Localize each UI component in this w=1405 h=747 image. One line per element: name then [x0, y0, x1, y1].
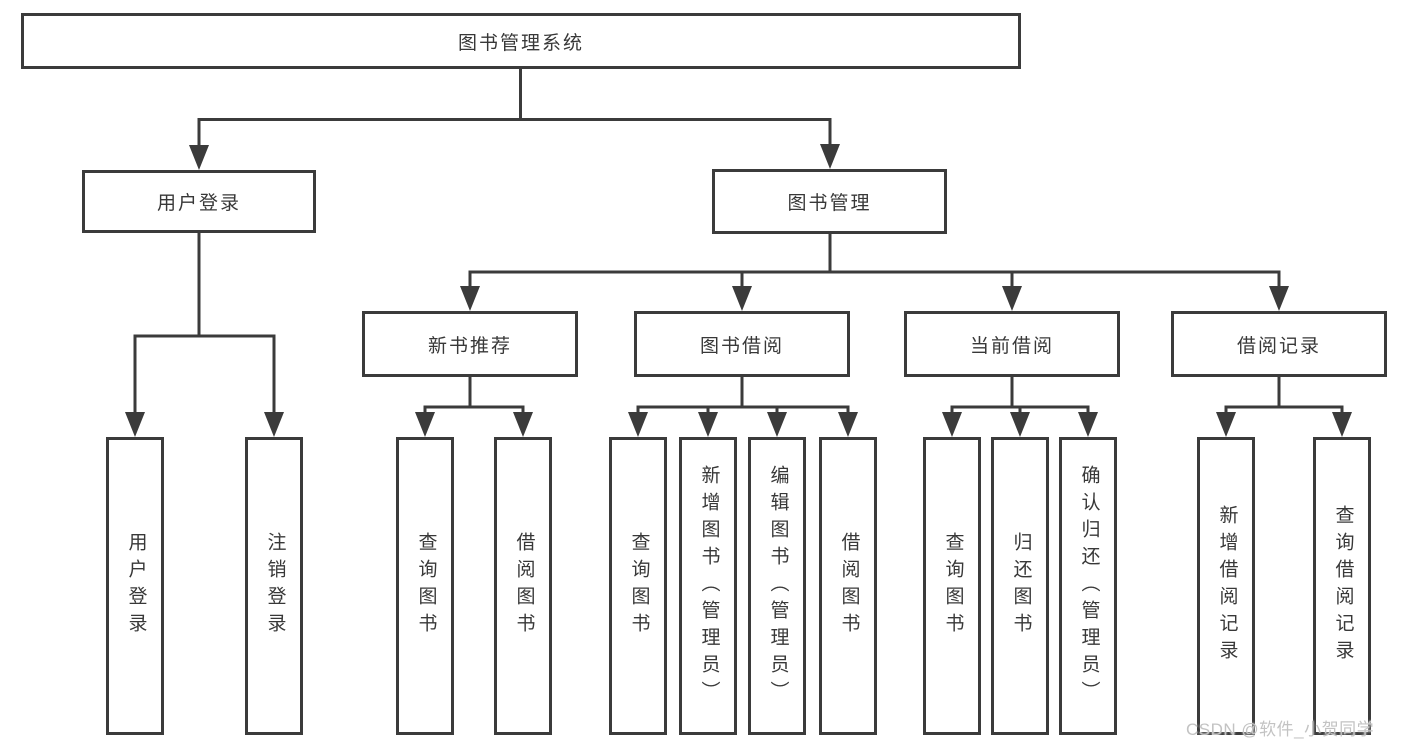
node-leaf-user-login: 用户登录 — [106, 437, 164, 735]
node-leaf-query-borrow-record: 查询借阅记录 — [1313, 437, 1371, 735]
node-leaf-logout-label: 注销登录 — [264, 532, 286, 640]
node-leaf-return-books: 归还图书 — [991, 437, 1049, 735]
connector-paths — [133, 67, 1344, 415]
node-leaf-borrow-books-label: 借阅图书 — [838, 532, 860, 640]
node-leaf-confirm-return-admin: 确认归还（管理员） — [1059, 437, 1117, 735]
node-leaf-confirm-return-admin-label: 确认归还（管理员） — [1078, 464, 1100, 708]
node-leaf-query-books-current-label: 查询图书 — [942, 532, 964, 640]
node-leaf-logout: 注销登录 — [245, 437, 303, 735]
node-leaf-query-books-current: 查询图书 — [923, 437, 981, 735]
node-leaf-query-books-borrowing-label: 查询图书 — [628, 532, 650, 640]
node-user-login: 用户登录 — [82, 170, 316, 233]
node-leaf-return-books-label: 归还图书 — [1010, 532, 1032, 640]
node-leaf-borrow-books: 借阅图书 — [819, 437, 877, 735]
node-root-library-management-system: 图书管理系统 — [21, 13, 1021, 69]
node-book-borrowing: 图书借阅 — [634, 311, 850, 377]
node-leaf-user-login-label: 用户登录 — [125, 532, 147, 640]
node-borrowing-records: 借阅记录 — [1171, 311, 1387, 377]
csdn-watermark: CSDN @软件_小贺同学 — [1186, 720, 1375, 739]
node-leaf-add-borrow-record: 新增借阅记录 — [1197, 437, 1255, 735]
node-book-management: 图书管理 — [712, 169, 947, 234]
connector-arrowheads — [125, 144, 1352, 437]
node-leaf-add-books-admin-label: 新增图书（管理员） — [698, 464, 720, 708]
node-leaf-add-books-admin: 新增图书（管理员） — [679, 437, 737, 735]
node-leaf-query-books-recommend: 查询图书 — [396, 437, 454, 735]
node-leaf-query-books-borrowing: 查询图书 — [609, 437, 667, 735]
node-leaf-edit-books-admin-label: 编辑图书（管理员） — [767, 464, 789, 708]
node-leaf-edit-books-admin: 编辑图书（管理员） — [748, 437, 806, 735]
node-new-book-recommendation: 新书推荐 — [362, 311, 578, 377]
node-leaf-query-books-recommend-label: 查询图书 — [415, 532, 437, 640]
node-leaf-borrow-books-recommend: 借阅图书 — [494, 437, 552, 735]
node-leaf-borrow-books-recommend-label: 借阅图书 — [513, 532, 535, 640]
node-current-borrowing: 当前借阅 — [904, 311, 1120, 377]
node-leaf-add-borrow-record-label: 新增借阅记录 — [1216, 505, 1238, 667]
node-leaf-query-borrow-record-label: 查询借阅记录 — [1332, 505, 1354, 667]
